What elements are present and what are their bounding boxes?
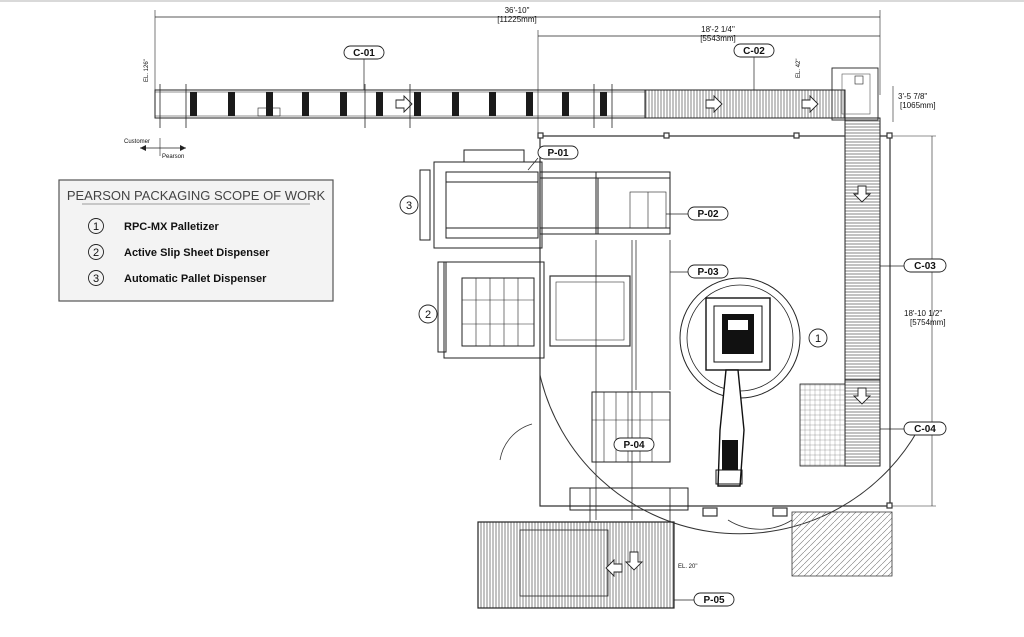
svg-text:P-04: P-04 — [623, 440, 645, 451]
pallet-dispenser — [419, 149, 543, 249]
c02-width-mm-text: [5543mm] — [700, 34, 736, 43]
svg-text:C-04: C-04 — [914, 424, 936, 435]
tag-p01: P-01 — [527, 145, 579, 171]
callout-1: 1 — [808, 328, 828, 348]
flow-arrow-icon — [605, 558, 623, 578]
flow-arrow-icon — [852, 185, 872, 203]
pallet-conveyor-p03 — [549, 240, 671, 520]
flow-arrow-icon — [852, 387, 872, 405]
legend-title: PEARSON PACKAGING SCOPE OF WORK — [67, 188, 326, 203]
overall-width-text: 36'-10" — [505, 6, 530, 15]
tag-c02: C-02 — [733, 43, 775, 90]
tag-c03: C-03 — [880, 258, 947, 273]
legend-item-1: 1 RPC-MX Palletizer — [88, 218, 219, 234]
pallet-conveyor-p01 — [539, 171, 671, 235]
svg-text:P-03: P-03 — [697, 267, 719, 278]
overall-width-mm-text: [11225mm] — [497, 15, 536, 24]
safety-fence — [537, 132, 893, 517]
flow-arrow-icon — [705, 94, 723, 114]
hatched-zone — [791, 511, 893, 577]
customer-label: Customer — [124, 139, 150, 145]
door-swing-arc — [499, 423, 533, 461]
svg-text:2: 2 — [93, 247, 99, 259]
svg-text:1: 1 — [815, 333, 821, 345]
c02-width-text: 18'-2 1/4" — [701, 25, 735, 34]
svg-text:2: 2 — [425, 309, 431, 321]
pallet-conveyor-p02 — [597, 177, 671, 235]
overall-width-dimension: 36'-10" [11225mm] — [154, 6, 881, 95]
pallet-conveyor-p05 — [477, 487, 689, 609]
c02-elevation: EL. 42" — [796, 59, 802, 78]
conveyor-c04 — [799, 379, 881, 467]
svg-text:3: 3 — [406, 200, 412, 212]
robot-palletizer — [679, 277, 801, 487]
svg-text:P-02: P-02 — [697, 209, 719, 220]
legend-item-3: 3 Automatic Pallet Dispenser — [88, 270, 267, 286]
tag-p02: P-02 — [666, 206, 729, 221]
cell-depth-mm-text: [5754mm] — [910, 318, 946, 327]
svg-text:P-01: P-01 — [547, 148, 569, 159]
flow-arrow-icon — [624, 551, 644, 571]
c01-elevation: EL. 126" — [144, 59, 150, 82]
slip-sheet-dispenser — [437, 261, 545, 359]
tag-c01: C-01 — [343, 45, 385, 90]
svg-text:Automatic Pallet Dispenser: Automatic Pallet Dispenser — [124, 273, 267, 285]
flow-arrow-icon — [395, 94, 413, 114]
callout-3: 3 — [399, 195, 419, 215]
svg-text:3: 3 — [93, 273, 99, 285]
tag-p03: P-03 — [670, 264, 729, 279]
svg-text:C-02: C-02 — [743, 46, 765, 57]
tag-p04: P-04 — [613, 437, 655, 452]
conveyor-c03 — [844, 117, 881, 381]
conveyor-width-text: 3'-5 7/8" — [898, 92, 927, 101]
p05-elevation: EL. 20" — [678, 564, 697, 570]
conveyor-width-dimension: 3'-5 7/8" [1065mm] — [892, 86, 936, 122]
tag-p05: P-05 — [674, 592, 735, 607]
svg-text:Active Slip Sheet Dispenser: Active Slip Sheet Dispenser — [124, 247, 270, 259]
conveyor-c02 — [644, 67, 879, 121]
svg-text:RPC-MX Palletizer: RPC-MX Palletizer — [124, 221, 219, 233]
pearson-label: Pearson — [162, 154, 184, 160]
callout-2: 2 — [418, 304, 438, 324]
svg-text:C-03: C-03 — [914, 261, 936, 272]
flow-arrow-icon — [801, 94, 819, 114]
tag-c04: C-04 — [880, 421, 947, 436]
top-border — [0, 0, 1024, 2]
conveyor-width-mm-text: [1065mm] — [900, 101, 936, 110]
robot-reach-arc — [539, 374, 919, 535]
svg-text:P-05: P-05 — [703, 595, 725, 606]
scope-marker: Customer Pearson — [124, 138, 186, 160]
cell-depth-text: 18'-10 1/2" — [904, 309, 942, 318]
legend-item-2: 2 Active Slip Sheet Dispenser — [88, 244, 270, 260]
door-swing-arc — [727, 519, 793, 530]
conveyor-c01 — [154, 84, 646, 128]
svg-text:C-01: C-01 — [353, 48, 375, 59]
svg-text:1: 1 — [93, 221, 99, 233]
pallet-p04 — [591, 391, 671, 463]
scope-legend: PEARSON PACKAGING SCOPE OF WORK 1 RPC-MX… — [58, 179, 334, 302]
cell-depth-dimension: 18'-10 1/2" [5754mm] — [890, 135, 946, 507]
